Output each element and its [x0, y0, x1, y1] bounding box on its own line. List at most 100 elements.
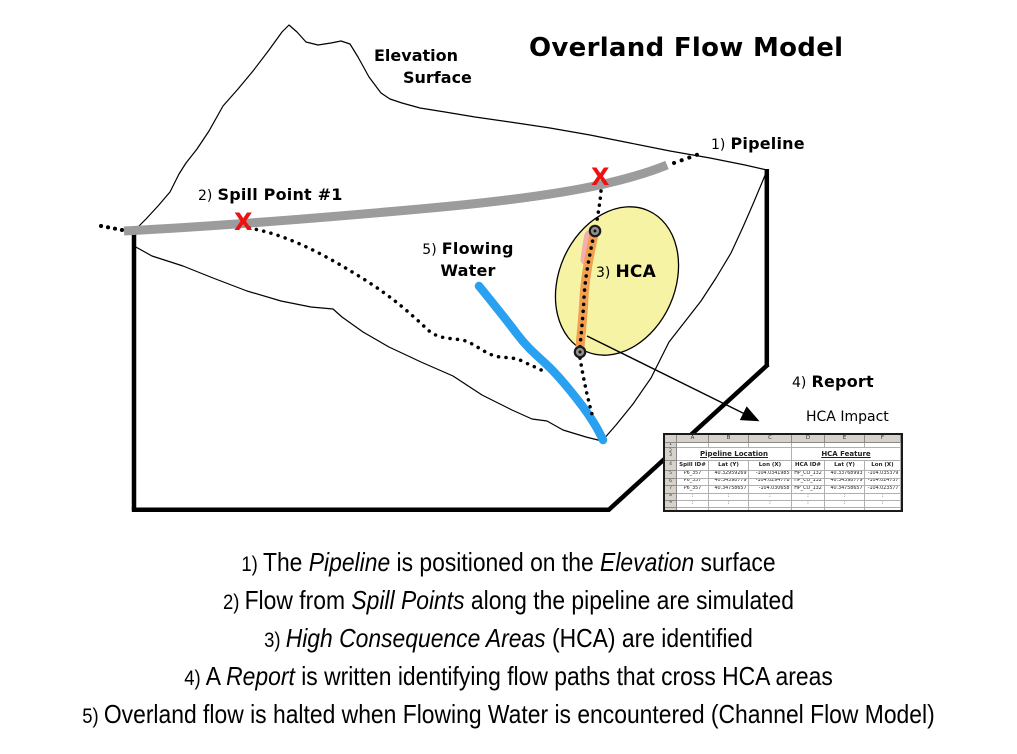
table-cell [865, 443, 901, 448]
table-cell: 40.34758657 [825, 486, 865, 494]
explanation-text: Flow from [244, 585, 352, 615]
table-cell: Lat (Y) [825, 461, 865, 471]
table-cell: Lon (X) [865, 461, 901, 471]
elevation-surface-label-line2: Surface [403, 68, 472, 87]
table-cell [792, 507, 825, 510]
flowing-water-line [474, 281, 608, 445]
table-row: 9:::::: [665, 500, 901, 508]
table-row: 8:::::: [665, 493, 901, 501]
spill-point1-x-marker: X [234, 208, 253, 236]
table-cell: 40.32959269 [709, 471, 749, 479]
elevation-surface-label-line1: Elevation [374, 46, 459, 65]
table-cell: HP_CO_132 [792, 486, 825, 494]
table-cell: 40.34398779 [709, 478, 749, 486]
table-cell: E [825, 435, 865, 443]
table-cell: HCA ID# [792, 461, 825, 471]
explanation-text: is written identifying flow paths that c… [294, 661, 833, 691]
pipeline-line [123, 160, 669, 236]
hca-impact-label: HCA Impact [806, 409, 889, 425]
explanation-text: surface [694, 547, 776, 577]
table-cell: : [825, 493, 865, 501]
table-row [665, 507, 901, 510]
table-cell: D [792, 435, 825, 443]
explanation-text: is positioned on the [390, 547, 601, 577]
explanation-text: (HCA) are identified [545, 623, 753, 653]
table-cell [709, 443, 749, 448]
explanation-text: A [205, 661, 227, 691]
table-cell: 9 [665, 500, 677, 508]
flow-path-spill2-dotted-lower [578, 356, 594, 416]
explanation-number: 2) [223, 591, 245, 614]
spill-point2-x-marker: X [591, 163, 610, 191]
table-cell [677, 507, 709, 510]
table-cell: -104.024757 [865, 478, 901, 486]
table-cell [709, 507, 749, 510]
hca-entry-marker [588, 224, 602, 238]
table-cell: C [749, 435, 792, 443]
table-cell: Lat (Y) [709, 461, 749, 471]
table-cell: 40.33768993 [825, 471, 865, 479]
table-cell [792, 443, 825, 448]
table-cell: P6_357 [677, 478, 709, 486]
explanation-text: Pipeline [308, 547, 391, 577]
table-cell: 7 [665, 486, 677, 494]
table-cell: 4 [665, 461, 677, 471]
table-cell: : [865, 493, 901, 501]
flow-path-spill2-dotted-inside [578, 232, 596, 350]
report-label: 4) Report [792, 372, 874, 391]
table-cell: : [749, 493, 792, 501]
pipeline-dotted-left [99, 224, 124, 232]
table-cell: F [865, 435, 901, 443]
terrain-top-outline [133, 24, 768, 232]
table-cell [865, 507, 901, 510]
diagram-title: Overland Flow Model [529, 33, 844, 63]
table-cell: Pipeline Location [677, 448, 792, 461]
explanation-line: 2) Flow from Spill Points along the pipe… [61, 587, 956, 613]
flow-path-spill1-dotted [247, 226, 545, 373]
table-cell: 1 [665, 443, 677, 448]
table-cell: 40.34758657 [709, 486, 749, 494]
explanation-number: 4) [184, 667, 206, 690]
table-cell [677, 443, 709, 448]
explanation-text: High Consequence Areas [285, 623, 546, 653]
explanation-text: Elevation [600, 547, 695, 577]
table-cell: : [865, 500, 901, 508]
explanation-line: 3) High Consequence Areas (HCA) are iden… [61, 625, 956, 651]
table-cell: A [677, 435, 709, 443]
table-cell: HP_CO_132 [792, 471, 825, 479]
table-cell: -104.030658 [749, 486, 792, 494]
table-cell: : [677, 493, 709, 501]
hca-exit-marker [573, 345, 587, 359]
table-cell: P6_357 [677, 471, 709, 479]
table-cell: -104.035379 [865, 471, 901, 479]
terrain-front-edge [133, 172, 767, 442]
table-cell: Lon (X) [749, 461, 792, 471]
table-cell: P6_357 [677, 486, 709, 494]
table-cell: Spill ID# [677, 461, 709, 471]
explanation-text: Spill Points [351, 585, 465, 615]
table-cell: : [792, 500, 825, 508]
table-cell: -104.0294778 [749, 478, 792, 486]
explanation-number: 5) [82, 705, 104, 728]
report-arrow [586, 335, 760, 422]
explanation-number: 1) [241, 553, 263, 576]
table-cell [665, 507, 677, 510]
table-cell: : [792, 493, 825, 501]
table-cell: HP_CO_132 [792, 478, 825, 486]
explanation-line: 1) The Pipeline is positioned on the Ele… [61, 549, 956, 575]
explanation-text: Report [226, 661, 295, 691]
table-cell: 2 3 [665, 448, 677, 461]
table-cell: 40.34398779 [825, 478, 865, 486]
table-cell [665, 435, 677, 443]
table-cell: : [709, 500, 749, 508]
table-cell [825, 443, 865, 448]
hca-label: 3) HCA [596, 262, 656, 282]
explanation-line: 5) Overland flow is halted when Flowing … [61, 701, 956, 727]
